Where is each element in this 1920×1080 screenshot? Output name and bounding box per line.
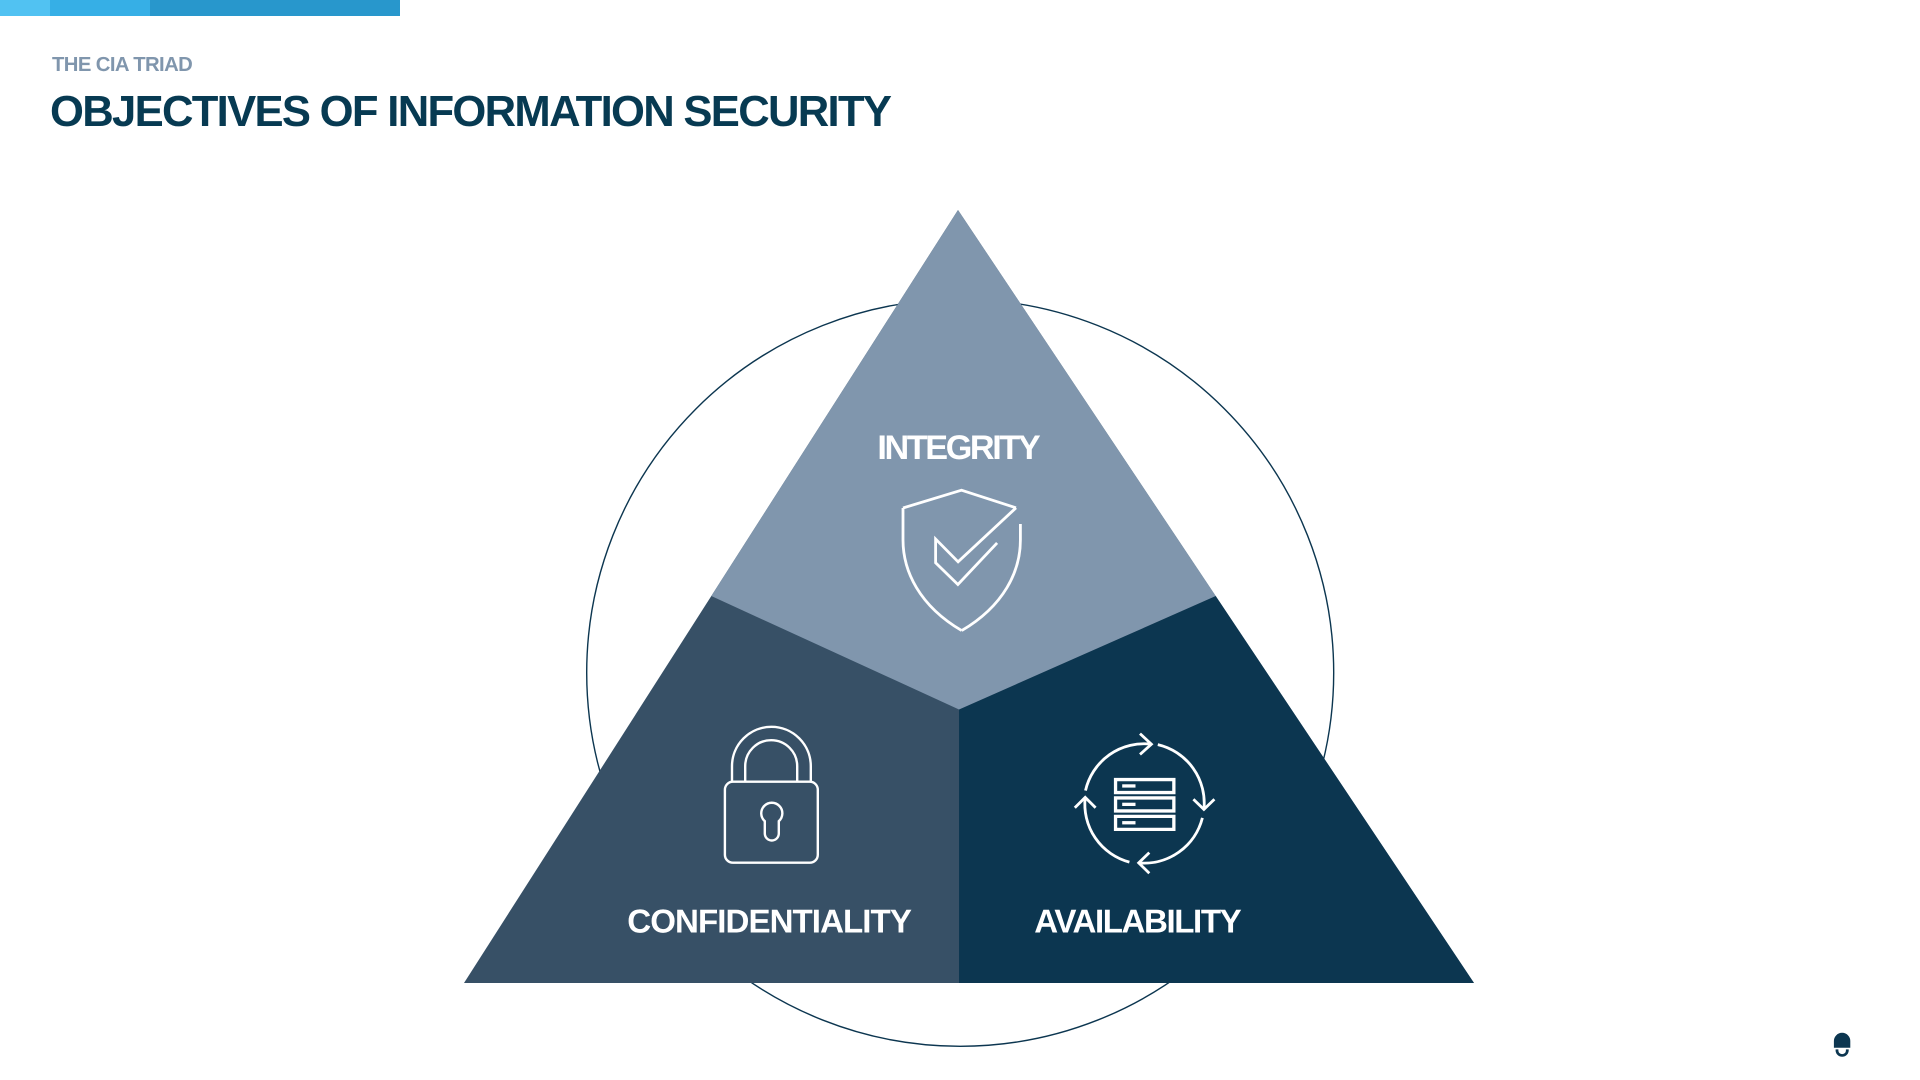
- svg-text:AVAILABILITY: AVAILABILITY: [1034, 904, 1241, 941]
- svg-text:INTEGRITY: INTEGRITY: [877, 429, 1040, 467]
- svg-text:OBJECTIVES OF INFORMATION SECU: OBJECTIVES OF INFORMATION SECURITY: [50, 88, 892, 136]
- svg-text:THE CIA TRIAD: THE CIA TRIAD: [52, 54, 193, 76]
- svg-text:CONFIDENTIALITY: CONFIDENTIALITY: [627, 904, 912, 941]
